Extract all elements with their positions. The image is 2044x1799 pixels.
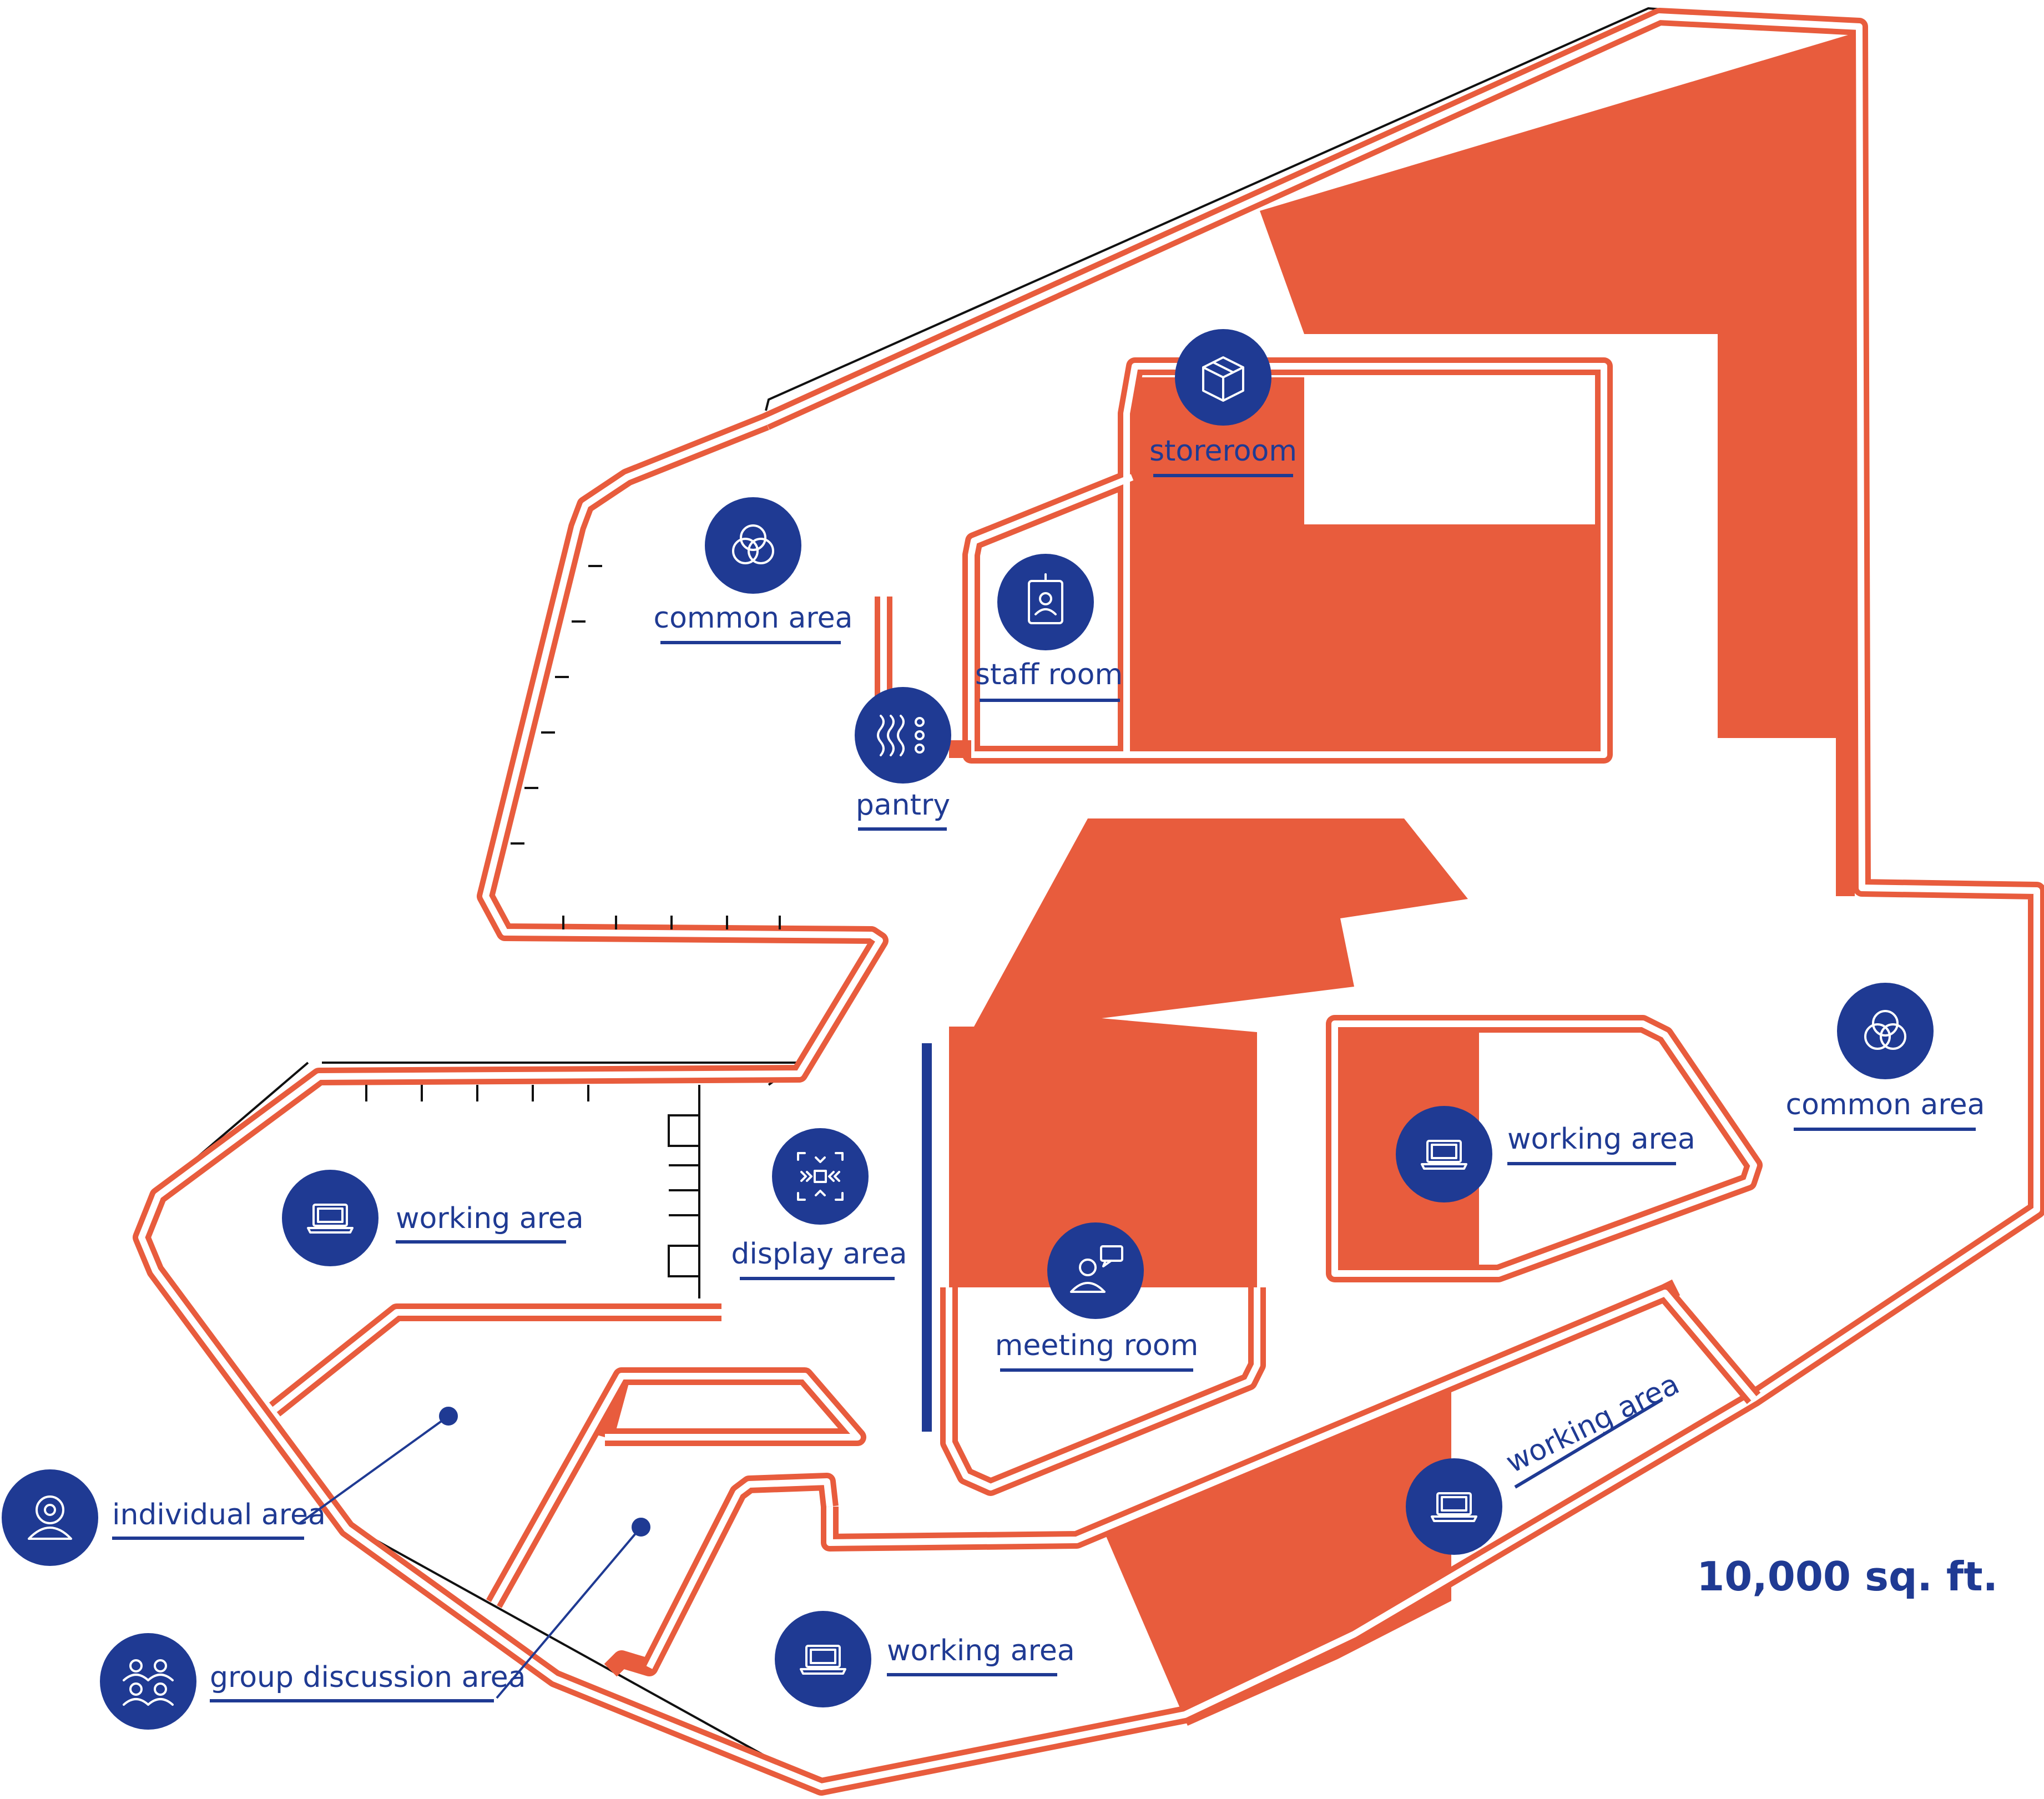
id-badge-icon bbox=[1028, 573, 1063, 624]
common-area-top: common area bbox=[654, 497, 853, 644]
lower-partition-wall bbox=[269, 1279, 1761, 1552]
person-chat-icon bbox=[1070, 1245, 1123, 1293]
common-area-label: common area bbox=[1786, 1088, 1985, 1121]
display-area-label: display area bbox=[731, 1237, 907, 1271]
storeroom: storeroom bbox=[1149, 329, 1297, 477]
staff-room: staff room bbox=[975, 554, 1123, 702]
zone-center bbox=[949, 818, 1468, 1287]
group-icon bbox=[123, 1659, 174, 1706]
display-frame-icon bbox=[797, 1152, 844, 1201]
staff-room-label: staff room bbox=[975, 658, 1123, 691]
common-area-right: common area bbox=[1786, 983, 1985, 1131]
pantry-label: pantry bbox=[856, 789, 950, 822]
person-icon bbox=[28, 1495, 72, 1540]
common-area-label: common area bbox=[654, 602, 853, 635]
pantry: pantry bbox=[855, 687, 951, 831]
walls bbox=[133, 7, 2044, 1796]
steam-icon bbox=[877, 715, 925, 756]
individual-area-label: individual area bbox=[112, 1498, 326, 1532]
working-area-center-right: working area bbox=[1396, 1106, 1695, 1202]
group-discussion-area-label: group discussion area bbox=[210, 1661, 526, 1694]
working-area-left: working area bbox=[282, 1170, 584, 1266]
storeroom-label: storeroom bbox=[1149, 434, 1297, 468]
zone-top-right bbox=[1260, 33, 1855, 896]
group-discussion-area: group discussion area bbox=[100, 1633, 526, 1730]
pointer-lines bbox=[299, 1407, 650, 1699]
meeting-room: meeting room bbox=[995, 1222, 1199, 1372]
orange-zones bbox=[949, 33, 1855, 1726]
display-area: display area bbox=[731, 1128, 907, 1280]
box-icon bbox=[1202, 356, 1244, 402]
working-area-label: working area bbox=[887, 1634, 1075, 1667]
individual-area: individual area bbox=[2, 1469, 326, 1566]
working-area-label: working area bbox=[1507, 1123, 1695, 1156]
meeting-room-label: meeting room bbox=[995, 1329, 1199, 1362]
wall-ticks bbox=[365, 565, 781, 1298]
working-area-bottom: working area bbox=[775, 1611, 1075, 1707]
working-area-label: working area bbox=[396, 1202, 584, 1235]
total-area-text: 10,000 sq. ft. bbox=[1697, 1553, 1998, 1600]
zone-storeroom-block bbox=[1132, 377, 1604, 755]
